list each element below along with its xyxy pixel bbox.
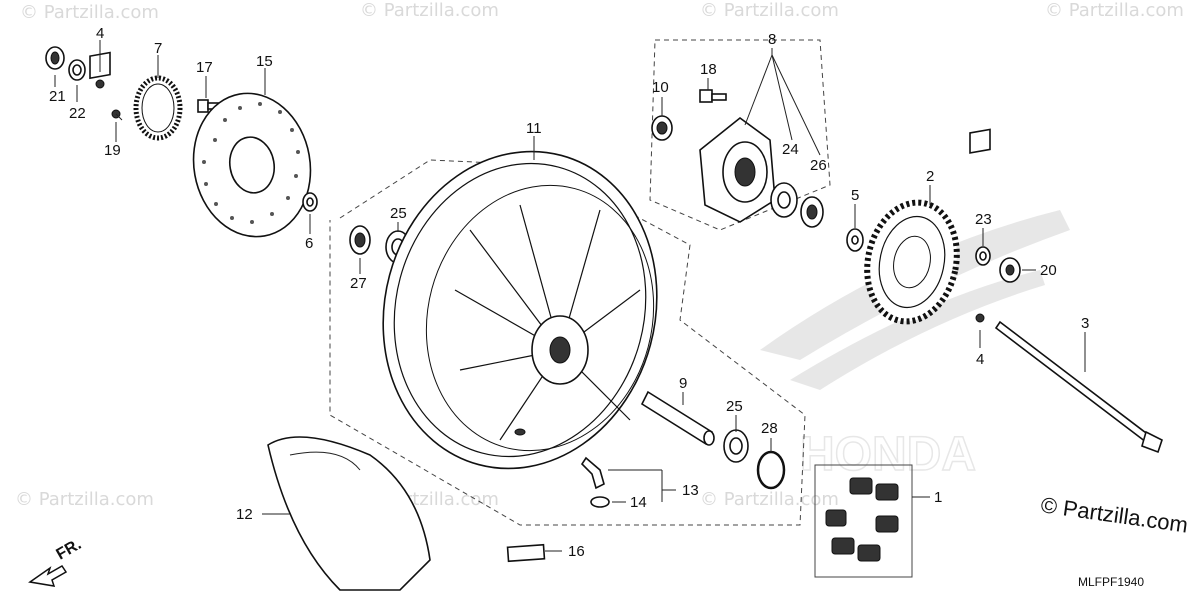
part-12-tire — [267, 436, 431, 591]
part-19-screw — [111, 109, 123, 121]
callout-10: 10 — [652, 79, 669, 96]
part-2-driven-sprocket — [864, 199, 960, 325]
part-18-bolt — [699, 89, 727, 103]
part-21-nut — [45, 46, 65, 70]
callout-19: 19 — [104, 142, 121, 159]
watermark-text: © Partzilla.com — [700, 0, 839, 21]
callout-15: 15 — [256, 53, 273, 70]
callout-1: 1 — [934, 489, 942, 506]
callout-21: 21 — [49, 88, 66, 105]
callout-7: 7 — [154, 40, 162, 57]
diagram-code: MLFPF1940 — [1078, 575, 1144, 589]
part-24-bearing — [770, 182, 798, 218]
callout-25: 25 — [390, 205, 407, 222]
part-5-washer — [846, 228, 864, 252]
part-28-o-ring — [756, 450, 786, 490]
callout-13: 13 — [682, 482, 699, 499]
callout-6: 6 — [305, 235, 313, 252]
callout-8: 8 — [768, 31, 776, 48]
callout-4b: 4 — [976, 351, 984, 368]
part-11-rear-wheel — [382, 150, 658, 470]
watermark-text: © Partzilla.com — [1045, 0, 1184, 21]
callout-20: 20 — [1040, 262, 1057, 279]
copyright-text: © Partzilla.com — [1039, 492, 1189, 537]
callout-11: 11 — [526, 120, 542, 137]
part-16-balance-weight — [506, 543, 546, 563]
part-1-damper-rubber — [814, 464, 913, 578]
part-14-o-ring — [590, 496, 610, 508]
callout-17: 17 — [196, 59, 213, 76]
honda-watermark-text: HONDA — [800, 428, 976, 481]
callout-2: 2 — [926, 168, 934, 185]
part-6-collar — [302, 192, 318, 212]
part-25-bearing-right — [723, 429, 749, 463]
callout-22: 22 — [69, 105, 86, 122]
part-15-brake-disc — [192, 92, 312, 238]
part-20-axle-nut — [999, 257, 1021, 283]
callout-27: 27 — [350, 275, 367, 292]
front-direction-label: FR. — [54, 536, 85, 564]
callout-28: 28 — [761, 420, 778, 437]
part-26-dust-seal — [800, 196, 824, 228]
front-direction-arrow: FR. — [28, 536, 85, 587]
part-9-distance-collar — [640, 390, 715, 446]
part-27-dust-seal — [349, 225, 371, 255]
callout-24: 24 — [782, 141, 799, 158]
part-4-adjuster-block-right — [969, 128, 991, 323]
callout-12: 12 — [236, 506, 253, 523]
callout-14: 14 — [630, 494, 647, 511]
watermark-text: © Partzilla.com — [20, 2, 159, 23]
part-number-labels: 21 22 4 7 19 17 15 6 27 25 11 12 16 13 1… — [49, 25, 1089, 560]
callout-5: 5 — [851, 187, 859, 204]
watermark-text: © Partzilla.com — [15, 489, 154, 510]
watermark-text: © Partzilla.com — [360, 0, 499, 21]
callout-23: 23 — [975, 211, 992, 228]
callout-3: 3 — [1081, 315, 1089, 332]
part-22-washer — [68, 59, 86, 81]
part-23-washer — [975, 246, 991, 266]
callout-18: 18 — [700, 61, 717, 78]
part-8-final-driven-flange — [699, 116, 776, 223]
watermark-text: © Partzilla.com — [700, 489, 839, 510]
callout-9: 9 — [679, 375, 687, 392]
callout-25b: 25 — [726, 398, 743, 415]
watermarks: © Partzilla.com © Partzilla.com © Partzi… — [15, 0, 1184, 510]
callout-16: 16 — [568, 543, 585, 560]
callout-26: 26 — [810, 157, 827, 174]
part-13-air-valve — [580, 456, 605, 490]
part-3-rear-axle — [994, 320, 1163, 454]
callout-4: 4 — [96, 25, 104, 42]
leader-lines — [54, 40, 1086, 552]
part-7-pulser-ring — [133, 75, 183, 141]
part-10-collar — [651, 115, 673, 141]
